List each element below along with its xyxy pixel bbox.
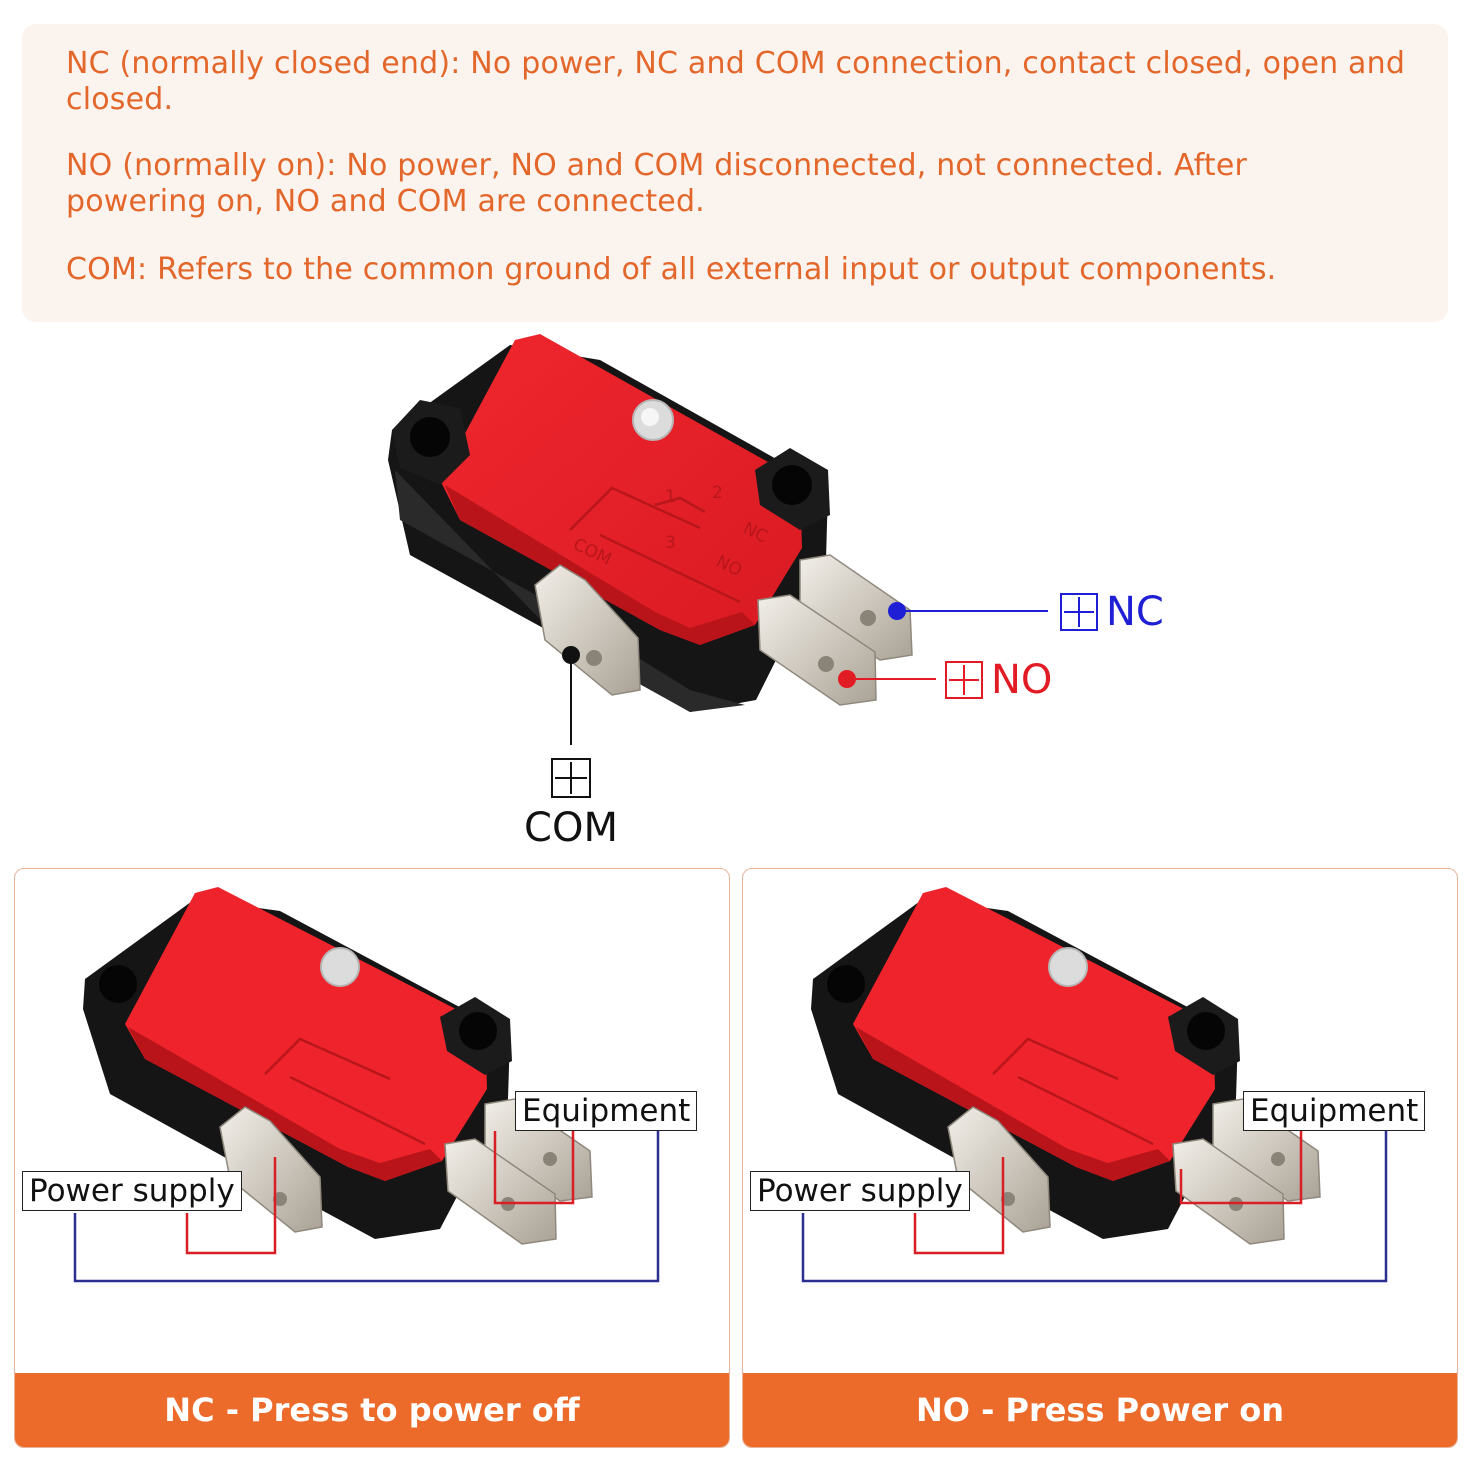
switch-marking-no: NO [713, 552, 745, 581]
nc-label-text: NC [1106, 589, 1164, 635]
switch-marking-pin3: 3 [665, 533, 676, 553]
nc-terminal-dot [888, 602, 906, 620]
equipment-label: Equipment [515, 1091, 698, 1131]
switch-marking-pin2: 2 [712, 483, 723, 503]
nc-description: NC (normally closed end): No power, NC a… [66, 46, 1406, 117]
com-label-text: COM [524, 805, 618, 851]
terminal-box-icon [945, 661, 983, 699]
no-terminal-label: NO [945, 660, 1052, 700]
com-terminal-dot [562, 646, 580, 664]
terminal-box-icon [551, 758, 591, 798]
switch-marking-nc: NC [740, 519, 771, 548]
equipment-label: Equipment [1243, 1091, 1426, 1131]
main-switch: COM NC NO 1 2 3 [388, 334, 913, 712]
terminal-box-icon [1060, 593, 1098, 631]
no-description: NO (normally on): No power, NO and COM d… [66, 148, 1248, 219]
no-wiring-panel: Equipment Power supply NO - Press Power … [742, 868, 1458, 1448]
com-terminal-label: COM [520, 758, 622, 850]
nc-wiring-panel: Equipment Power supply NC - Press to pow… [14, 868, 730, 1448]
no-label-text: NO [991, 657, 1053, 703]
no-wiring-diagram [801, 887, 1388, 1283]
no-panel-caption: NO - Press Power on [743, 1373, 1457, 1447]
nc-wiring-diagram [73, 887, 660, 1283]
power-supply-label: Power supply [22, 1171, 242, 1211]
com-description: COM: Refers to the common ground of all … [66, 252, 1277, 287]
info-box: NC (normally closed end): No power, NC a… [22, 24, 1448, 322]
nc-panel-caption: NC - Press to power off [15, 1373, 729, 1447]
switch-marking-pin1: 1 [665, 487, 676, 507]
nc-terminal-label: NC [1060, 592, 1164, 632]
power-supply-label: Power supply [750, 1171, 970, 1211]
switch-marking-com: COM [570, 535, 615, 570]
no-terminal-dot [838, 670, 856, 688]
